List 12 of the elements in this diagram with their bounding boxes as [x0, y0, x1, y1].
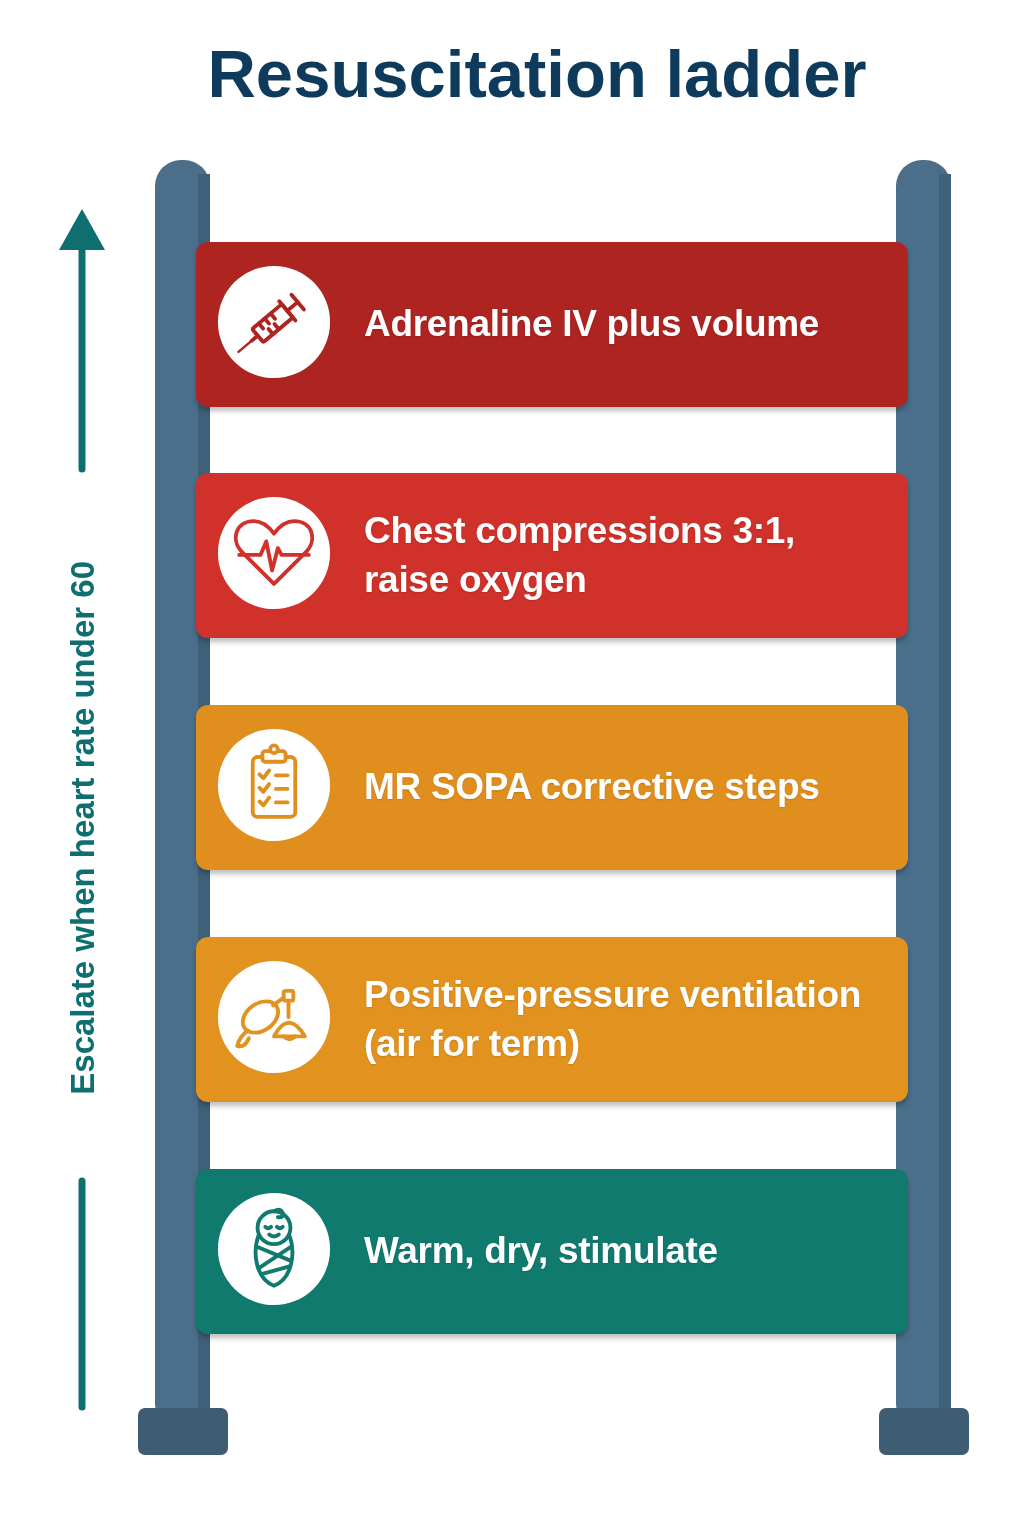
- step-text: Positive-pressure ventilation (air for term): [364, 973, 863, 1066]
- step-text: Adrenaline IV plus volume: [364, 302, 820, 347]
- ladder-rung: [196, 473, 908, 638]
- arrow-label: Escalate when heart rate under 60: [66, 561, 99, 1095]
- ladder-rung: [196, 1169, 908, 1334]
- ladder-rung: [196, 705, 908, 870]
- step-text: Warm, dry, stimulate: [364, 1229, 718, 1274]
- step-text: MR SOPA corrective steps: [364, 765, 820, 810]
- title: Resuscitation ladder: [207, 40, 867, 107]
- ladder-rung: [196, 242, 908, 407]
- ladder-rung: [196, 937, 908, 1102]
- step-text: Chest compressions 3:1, raise oxygen: [364, 509, 797, 602]
